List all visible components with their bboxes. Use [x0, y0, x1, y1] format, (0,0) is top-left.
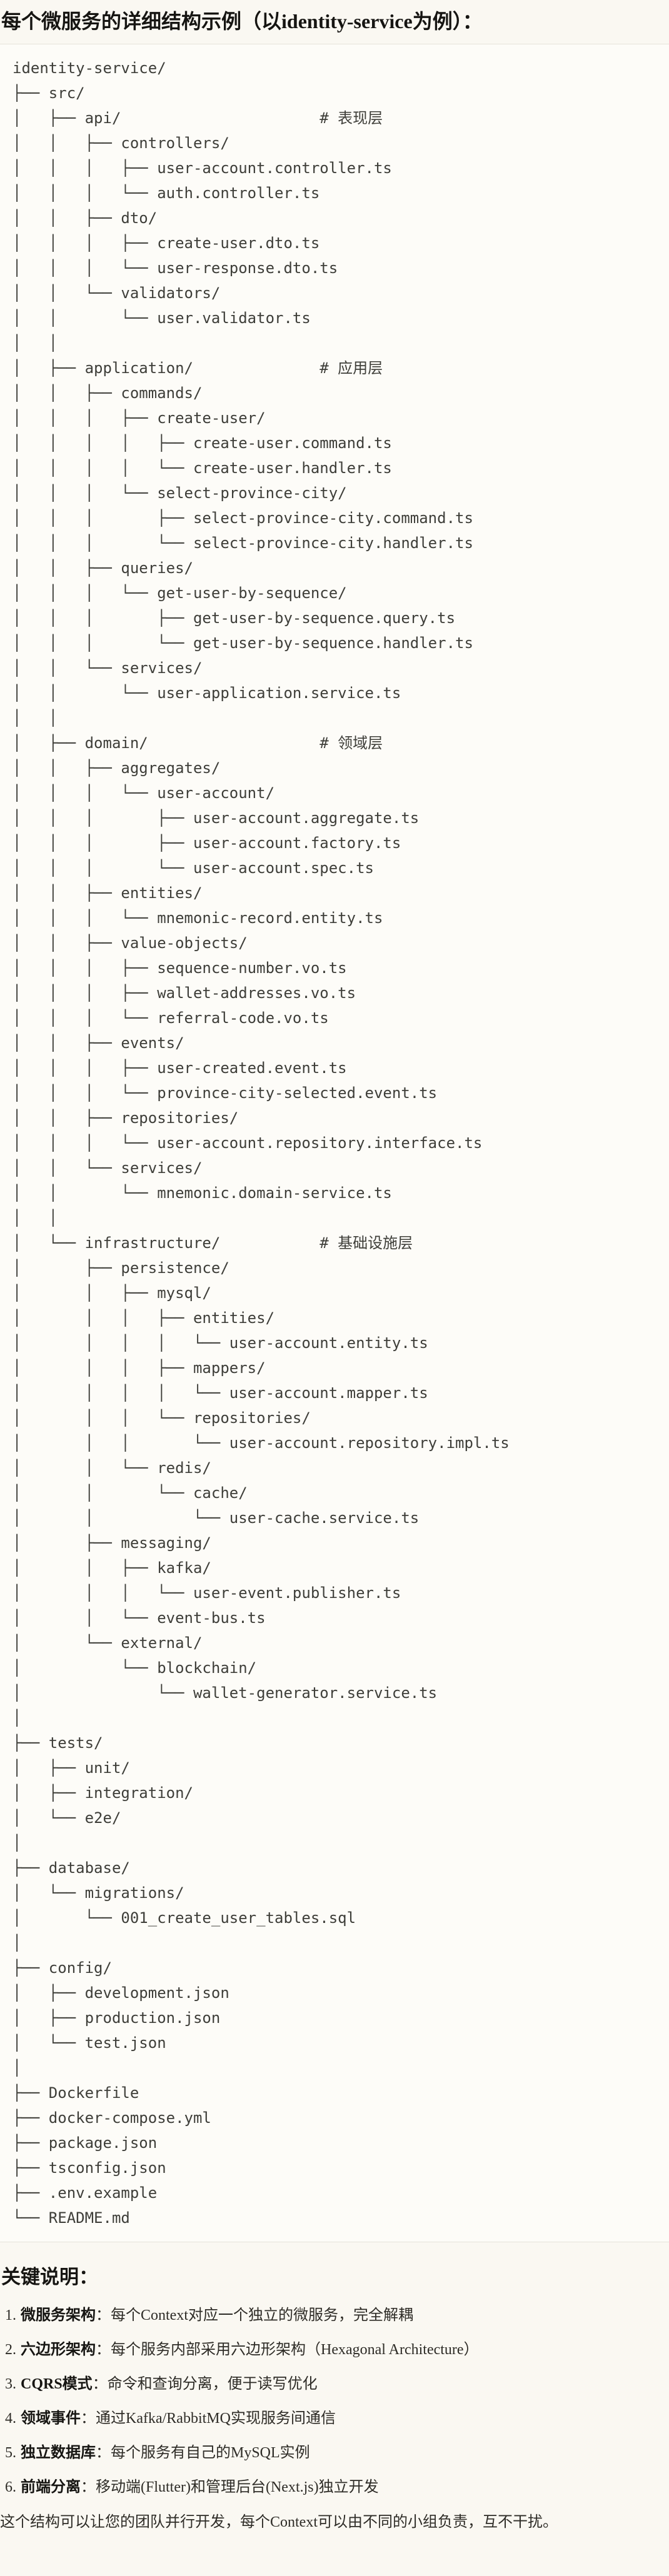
note-label: 六边形架构	[21, 2342, 96, 2358]
note-text: ：通过Kafka/RabbitMQ实现服务间通信	[81, 2410, 336, 2427]
page-title: 每个微服务的详细结构示例（以identity-service为例）：	[1, 10, 483, 32]
note-label: 前端分离	[21, 2479, 81, 2495]
note-label: CQRS模式	[21, 2376, 93, 2392]
note-text: ：移动端(Flutter)和管理后台(Next.js)独立开发	[81, 2479, 379, 2495]
directory-tree: identity-service/ ├── src/ │ ├── api/ # …	[13, 59, 510, 2227]
notes-list: 1. 微服务架构：每个Context对应一个独立的微服务，完全解耦 2. 六边形架构…	[0, 2306, 669, 2497]
note-text: ：命令和查询分离，便于读写优化	[92, 2376, 318, 2392]
note-number: 5.	[5, 2445, 16, 2461]
note-item: 4. 领域事件：通过Kafka/RabbitMQ实现服务间通信	[5, 2409, 669, 2428]
code-block: identity-service/ ├── src/ │ ├── api/ # …	[0, 44, 669, 2242]
notes-heading: 关键说明：	[1, 2266, 98, 2288]
note-text: ：每个Context对应一个独立的微服务，完全解耦	[96, 2307, 413, 2324]
note-number: 4.	[5, 2410, 16, 2427]
note-text: ：每个服务内部采用六边形架构（Hexagonal Architecture）	[96, 2342, 479, 2358]
note-number: 3.	[5, 2376, 16, 2392]
note-item: 2. 六边形架构：每个服务内部采用六边形架构（Hexagonal Architec…	[5, 2340, 669, 2359]
page: { "title": "每个微服务的详细结构示例（以identity-servi…	[0, 7, 669, 2576]
note-item: 5. 独立数据库：每个服务有自己的MySQL实例	[5, 2444, 669, 2462]
note-label: 领域事件	[21, 2410, 81, 2427]
note-item: 3. CQRS模式：命令和查询分离，便于读写优化	[5, 2375, 669, 2394]
note-label: 独立数据库	[21, 2445, 96, 2461]
note-text: ：每个服务有自己的MySQL实例	[96, 2445, 310, 2461]
note-number: 1.	[5, 2307, 16, 2324]
closing-paragraph: 这个结构可以让您的团队并行开发，每个Context可以由不同的小组负责，互不干扰…	[0, 2514, 558, 2530]
note-item: 6. 前端分离：移动端(Flutter)和管理后台(Next.js)独立开发	[5, 2478, 669, 2497]
note-label: 微服务架构	[21, 2307, 96, 2324]
note-item: 1. 微服务架构：每个Context对应一个独立的微服务，完全解耦	[5, 2306, 669, 2325]
note-number: 6.	[5, 2479, 16, 2495]
note-number: 2.	[5, 2342, 16, 2358]
